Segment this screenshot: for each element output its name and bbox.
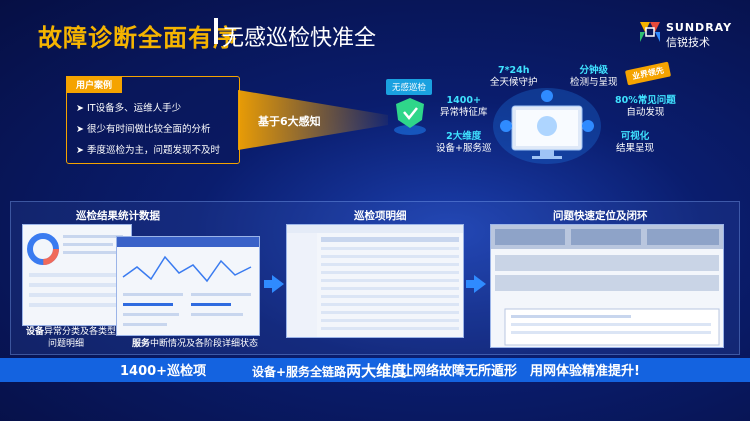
summary-highlight: 两大维度: [346, 362, 407, 380]
summary-1400: 1400+巡检项: [120, 364, 207, 379]
case-item: ➤ 很少有时间做比较全面的分析: [76, 124, 211, 135]
feature-highlight: 分钟级: [579, 65, 609, 76]
summary-no-hide: 让网络故障无所遁形: [400, 364, 518, 379]
title-separator: [214, 18, 218, 44]
locate-screenshot: [490, 224, 724, 348]
summary-text: 设备+服务全链路: [252, 365, 347, 379]
feature-highlight: 1400+: [446, 95, 481, 106]
section-title-details: 巡检项明细: [354, 210, 407, 222]
summary-dimensions: 设备+服务全链路两大维度: [252, 360, 406, 381]
feature-visual: 可视化 结果呈现: [616, 131, 654, 155]
perception-arrow-wedge: [238, 90, 388, 150]
device-stats-thumbnail: [27, 233, 125, 307]
inspection-tag: 无感巡检: [386, 79, 433, 95]
stats-screenshot-service: [116, 236, 260, 336]
case-item-text: IT设备多、运维人手少: [86, 103, 182, 114]
feature-highlight: 7*24h: [497, 65, 530, 76]
case-item: ➤ IT设备多、运维人手少: [76, 103, 182, 114]
feature-text: 设备+服务巡: [436, 143, 492, 154]
feature-1400: 1400+ 异常特征库: [440, 95, 488, 119]
summary-experience: 用网体验精准提升!: [530, 364, 640, 379]
logo-text-en: SUNDRAY: [666, 21, 733, 34]
details-table-thumbnail: [287, 225, 463, 337]
feature-text: 全天候守护: [490, 77, 538, 88]
page-title: 故障诊断全面有序: [38, 24, 238, 52]
perception-label: 基于6大感知: [258, 115, 321, 128]
user-case-tag: 用户案例: [66, 76, 123, 93]
summary-bar: [0, 358, 750, 382]
caption-service: 服务中断情况及各阶段详细状态: [132, 338, 258, 350]
page-subtitle: 无感巡检快准全: [222, 26, 377, 51]
caption-device-line2: 问题明细: [48, 339, 85, 349]
case-item: ➤ 季度巡检为主，问题发现不及时: [76, 145, 220, 156]
details-screenshot: [286, 224, 464, 338]
caption-text: 异常分类及各类型: [44, 327, 117, 337]
flow-arrow-icon: [474, 275, 486, 293]
flow-arrow-tail: [264, 280, 272, 288]
locate-dashboard-thumbnail: [491, 225, 723, 346]
sundray-logo-icon: [640, 22, 660, 42]
stats-screenshot-device: [22, 224, 132, 326]
caption-bold: 服务: [132, 339, 151, 349]
feature-highlight: 可视化: [620, 131, 650, 142]
case-item-text: 很少有时间做比较全面的分析: [86, 124, 211, 135]
feature-text: 自动发现: [626, 107, 665, 118]
feature-highlight: 80%常见问题: [615, 95, 676, 106]
feature-2dim: 2大维度 设备+服务巡: [436, 131, 491, 155]
service-stats-thumbnail: [117, 237, 259, 326]
feature-text: 结果呈现: [616, 143, 655, 154]
shield-icon: [394, 98, 426, 135]
industry-leading-badge: 业界领先: [624, 61, 672, 86]
feature-text: 检测与呈现: [570, 77, 618, 88]
section-title-locate: 问题快速定位及闭环: [553, 210, 648, 222]
feature-text: 异常特征库: [440, 107, 488, 118]
monitor-icon: [493, 88, 601, 164]
caption-text: 中断情况及各阶段详细状态: [150, 339, 259, 349]
caption-device: 设备异常分类及各类型: [26, 326, 116, 338]
feature-highlight: 2大维度: [446, 131, 482, 142]
flow-arrow-icon: [272, 275, 284, 293]
section-title-stats: 巡检结果统计数据: [76, 210, 160, 222]
feature-24h: 7*24h 全天候守护: [490, 65, 538, 89]
logo-text-cn: 信锐技术: [666, 36, 710, 49]
feature-minute: 分钟级 检测与呈现: [570, 65, 618, 89]
case-item-text: 季度巡检为主，问题发现不及时: [86, 145, 220, 156]
flow-arrow-tail: [466, 280, 474, 288]
feature-80: 80%常见问题 自动发现: [615, 95, 676, 119]
caption-bold: 设备: [26, 327, 45, 337]
